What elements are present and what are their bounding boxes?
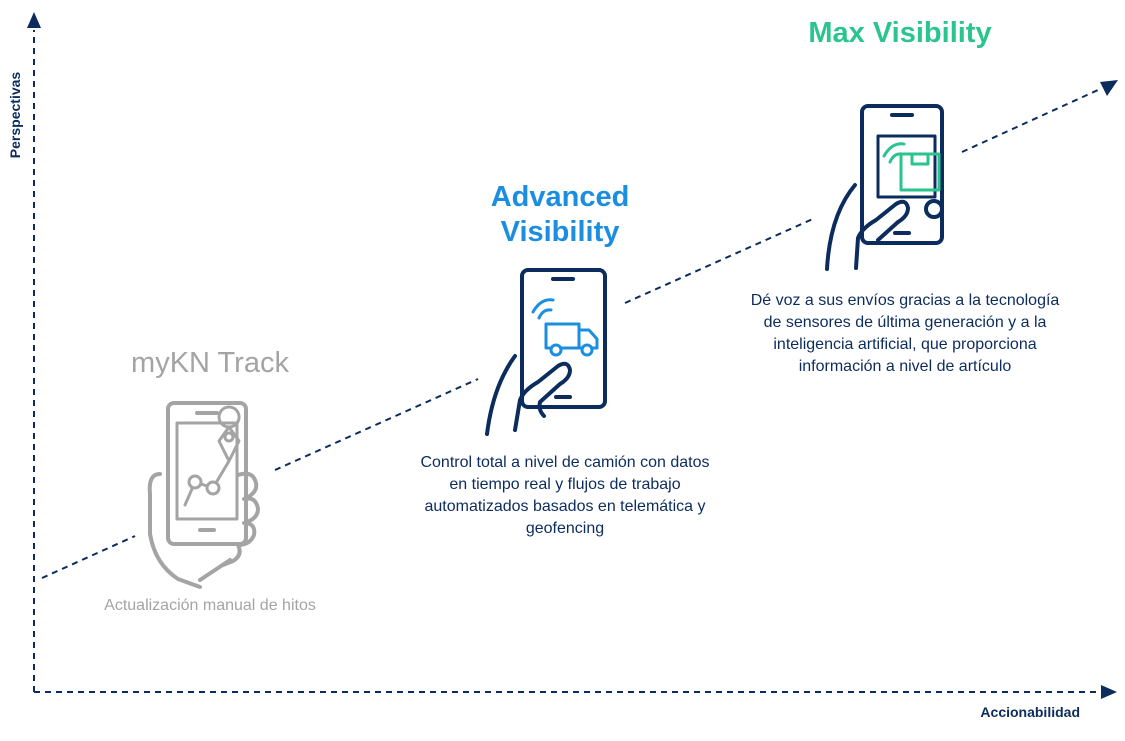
stage-1-description: Actualización manual de hitos	[104, 597, 316, 614]
stage-3-description: Dé voz a sus envíos gracias a la tecnolo…	[750, 292, 1060, 375]
x-axis	[34, 685, 1117, 699]
trend-arrow-icon	[1100, 80, 1118, 96]
stage-2-title: Advanced Visibility	[490, 181, 630, 248]
y-axis	[27, 12, 41, 692]
y-axis-label: Perspectivas	[7, 71, 23, 159]
phone-map-pin-icon	[147, 401, 260, 589]
phone-truck-icon	[485, 268, 607, 436]
x-axis-label: Accionabilidad	[980, 704, 1080, 720]
stage-1-title: myKN Track	[131, 347, 289, 379]
phone-box-sensor-icon	[825, 104, 944, 271]
x-axis-arrow-icon	[1101, 685, 1117, 699]
trend-line	[41, 89, 1099, 579]
y-axis-arrow-icon	[27, 12, 41, 28]
y-axis-label-box: Perspectivas	[2, 60, 28, 170]
stage-3-title: Max Visibility	[808, 17, 992, 49]
stage-2-description: Control total a nivel de camión con dato…	[420, 454, 710, 537]
